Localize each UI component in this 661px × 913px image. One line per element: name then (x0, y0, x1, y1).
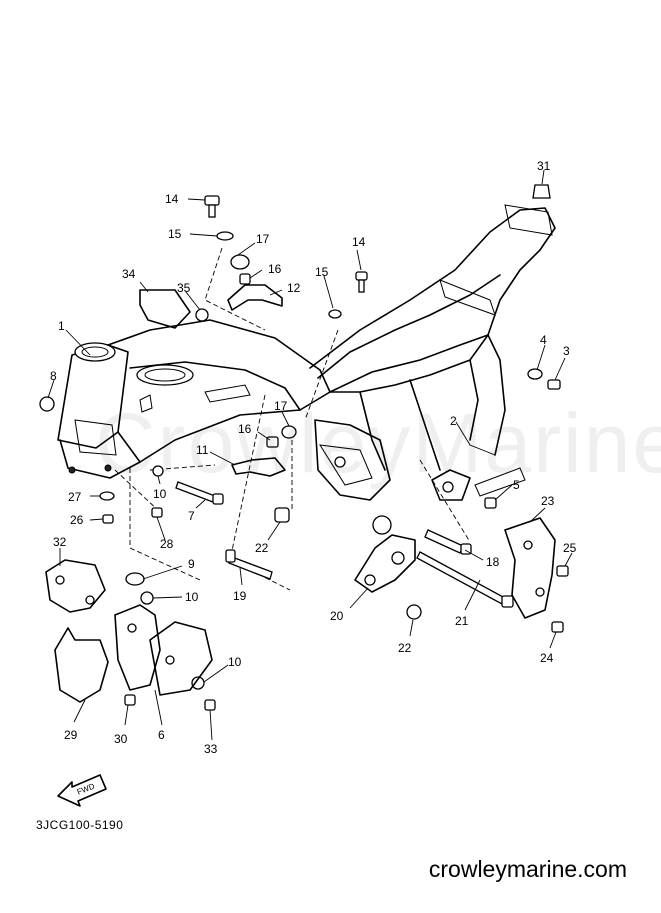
callout-16b: 16 (238, 422, 252, 436)
callout-19: 19 (233, 589, 247, 603)
callout-32: 32 (53, 535, 67, 549)
diagram-code: 3JCG100-5190 (36, 818, 124, 832)
callout-31: 31 (537, 159, 551, 173)
callout-27: 27 (68, 490, 82, 504)
callout-7: 7 (188, 509, 195, 523)
callout-3: 3 (563, 344, 570, 358)
callout-8: 8 (50, 369, 57, 383)
callout-22b: 22 (398, 641, 412, 655)
callout-33: 33 (204, 742, 218, 756)
callout-10b: 10 (228, 655, 242, 669)
fwd-arrow: FWD (57, 774, 107, 807)
callout-24: 24 (540, 651, 554, 665)
callout-23: 23 (541, 494, 555, 508)
callout-9: 9 (188, 557, 195, 571)
callout-26: 26 (70, 513, 84, 527)
callout-5: 5 (513, 478, 520, 492)
small-parts (39, 184, 569, 711)
callout-17a: 17 (256, 232, 270, 246)
callout-14b: 14 (352, 235, 366, 249)
callout-30: 30 (114, 732, 128, 746)
callout-35: 35 (177, 281, 191, 295)
callout-20: 20 (330, 609, 344, 623)
callout-10a: 10 (185, 590, 199, 604)
callout-16a: 16 (268, 262, 282, 276)
callout-13: 12 (287, 281, 301, 295)
callout-34: 34 (122, 267, 136, 281)
callout-15b: 15 (315, 265, 329, 279)
callout-numbers: 14 15 17 16 12 34 35 1 8 14 15 31 4 3 2 … (50, 159, 577, 756)
callout-17b: 17 (274, 399, 288, 413)
main-frame (57, 204, 556, 535)
callout-29: 29 (64, 728, 78, 742)
callout-11: 10 (153, 487, 167, 501)
callout-2: 2 (450, 414, 457, 428)
callout-15a: 15 (168, 227, 182, 241)
callout-18: 18 (486, 555, 500, 569)
callout-22a: 22 (255, 541, 269, 555)
callout-28: 28 (160, 537, 174, 551)
callout-25: 25 (563, 541, 577, 555)
callout-6: 6 (158, 728, 165, 742)
callout-21: 21 (455, 614, 469, 628)
callout-4: 4 (540, 333, 547, 347)
callout-14a: 14 (165, 192, 179, 206)
site-footer-link[interactable]: crowleymarine.com (428, 856, 627, 882)
callout-1: 1 (58, 319, 65, 333)
leader-lines (47, 169, 573, 741)
callout-12: 11 (196, 443, 209, 457)
